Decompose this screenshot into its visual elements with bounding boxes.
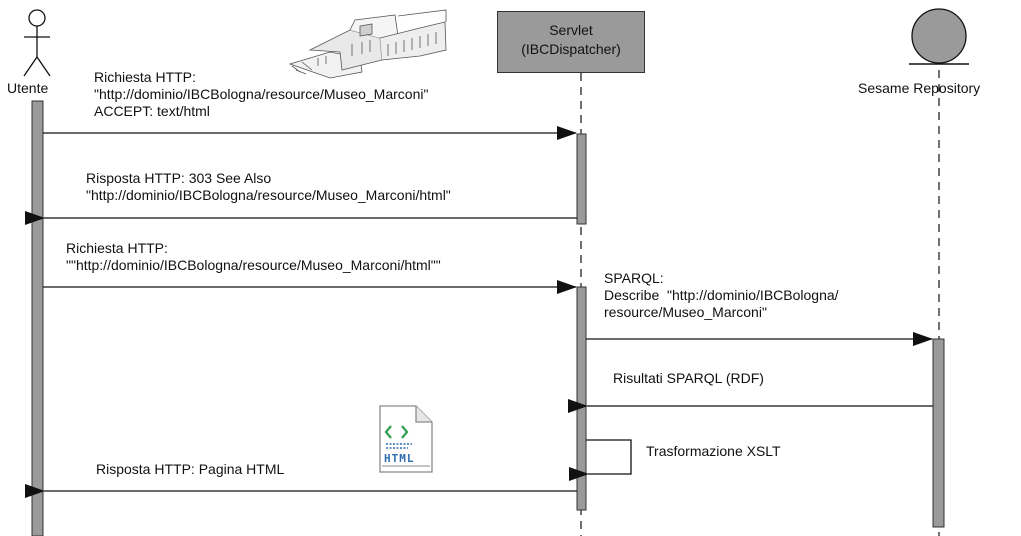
repository-activation-bar <box>932 338 945 528</box>
msg6-self-arrow <box>569 439 632 481</box>
msg5-label: Risultati SPARQL (RDF) <box>613 370 764 386</box>
html-file-icon: HTML <box>378 404 434 474</box>
msg4-line-2: Describe "http://dominio/IBCBologna/ <box>604 287 839 303</box>
building-sketch-icon <box>288 9 447 79</box>
msg3-line-2: ""http://dominio/IBCBologna/resource/Mus… <box>66 257 441 273</box>
msg4-line-3: resource/Museo_Marconi" <box>604 304 767 320</box>
msg6-label: Trasformazione XSLT <box>646 443 781 459</box>
servlet-activation-bar-1 <box>576 133 587 225</box>
msg1-line-3: ACCEPT: text/html <box>94 103 210 119</box>
msg1-line-1: Richiesta HTTP: <box>94 69 196 85</box>
html-file-label: HTML <box>384 452 415 465</box>
database-circle-icon <box>909 8 969 65</box>
user-actor-label: Utente <box>7 80 49 96</box>
servlet-title: Servlet <box>549 22 593 38</box>
stick-figure-icon <box>23 9 51 77</box>
msg4-line-1: SPARQL: <box>604 270 664 286</box>
msg1-line-2: "http://dominio/IBCBologna/resource/Muse… <box>94 86 429 102</box>
servlet-box: Servlet (IBCDispatcher) <box>497 11 645 73</box>
servlet-activation-bar-2 <box>576 286 587 511</box>
msg7-label: Risposta HTTP: Pagina HTML <box>96 461 285 477</box>
repository-actor-label: Sesame Repository <box>858 80 981 96</box>
msg3-line-1: Richiesta HTTP: <box>66 240 168 256</box>
servlet-subtitle: (IBCDispatcher) <box>521 41 621 57</box>
user-activation-bar <box>31 100 44 536</box>
msg2-line-2: "http://dominio/IBCBologna/resource/Muse… <box>86 187 451 203</box>
msg2-line-1: Risposta HTTP: 303 See Also <box>86 170 272 186</box>
